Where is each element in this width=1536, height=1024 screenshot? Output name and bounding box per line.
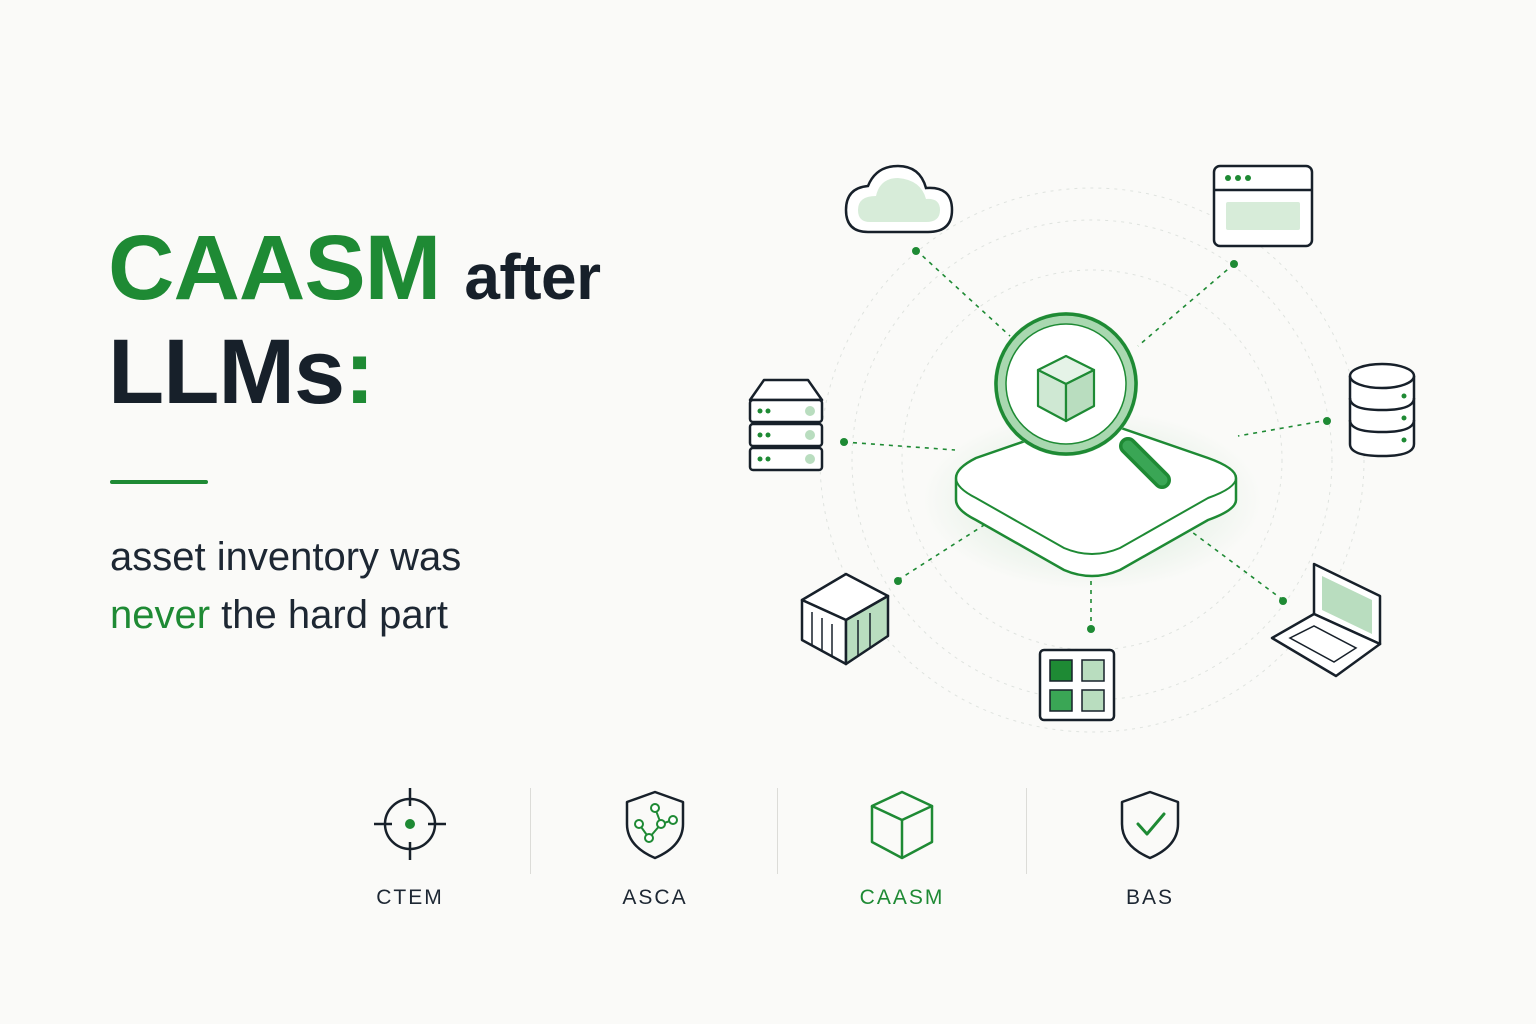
connector-lines [843,249,1329,630]
headline-colon: : [344,321,375,423]
headline-after: after [464,241,601,313]
center-platform [922,410,1262,590]
subtitle: asset inventory was never the hard part [110,528,461,644]
app-grid-icon [1038,648,1116,722]
nav-separator [777,788,778,874]
accent-divider [110,480,208,484]
headline-llms: LLMs [108,321,345,423]
magnifier-icon [994,312,1171,489]
headline-line-1: CAASM after [108,222,601,314]
subtitle-line-2: never the hard part [110,586,461,644]
nav-label-asca: ASCA [622,886,688,909]
laptop-icon [1270,562,1382,678]
crosshair-icon [374,788,446,860]
subtitle-rest: the hard part [210,593,448,637]
nav-label-bas: BAS [1125,886,1175,909]
subtitle-line-1: asset inventory was [110,535,462,579]
nav-item-ctem[interactable]: CTEM [285,770,535,910]
framework-nav: CTEM ASCA CAASM [285,770,1281,910]
headline: CAASM after LLMs: [108,222,601,418]
browser-window-icon [1212,164,1314,248]
database-icon [1348,362,1416,458]
headline-brand: CAASM [108,217,441,319]
center-cube-icon [1036,354,1096,423]
nav-label-caasm: CAASM [859,886,945,909]
subtitle-highlight: never [110,593,211,637]
nav-item-bas[interactable]: BAS [1025,770,1275,910]
nav-separator [530,788,531,874]
shield-check-icon [1120,790,1180,860]
nav-item-caasm[interactable]: CAASM [777,770,1027,910]
asset-diagram [748,164,1416,733]
container-icon [800,572,890,666]
cloud-icon [844,164,954,234]
nav-separator [1026,788,1027,874]
nav-item-asca[interactable]: ASCA [530,770,780,910]
cube-icon [870,790,934,860]
shield-graph-icon [625,790,685,860]
connector-dots [840,247,1331,633]
server-rack-icon [748,378,824,472]
nav-label-ctem: CTEM [376,886,444,909]
headline-line-2: LLMs: [108,326,601,418]
